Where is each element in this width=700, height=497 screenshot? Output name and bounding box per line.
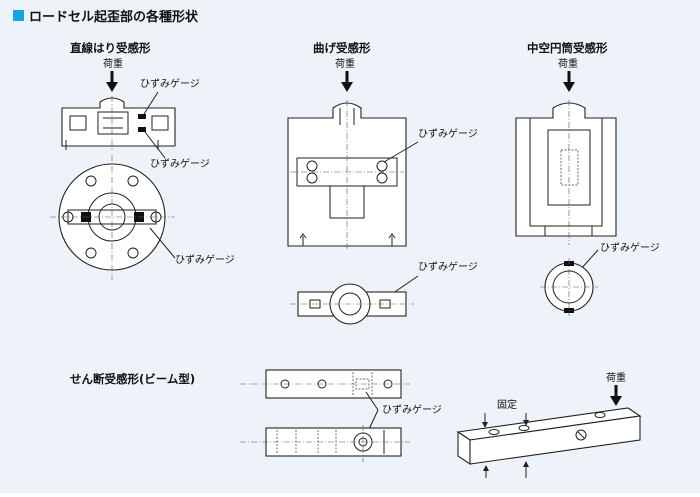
load-label-bending: 荷重 [335, 57, 355, 70]
bending-front-view [287, 100, 407, 250]
load-label-hollow: 荷重 [558, 57, 578, 70]
gauge-label-shear: ひずみゲージ [382, 404, 442, 416]
shear-beam-3d-view [456, 407, 642, 466]
shear-section: せん断受感形(ビーム型) ひずみゲージ [70, 369, 642, 478]
load-label-shear: 荷重 [606, 371, 626, 384]
gauge-label-bending-1: ひずみゲージ [418, 128, 478, 140]
bending-section: 曲げ受感形 荷重 ひずみゲージ ひずみゲージ [287, 41, 478, 325]
load-arrow-icon [563, 71, 575, 92]
gauge-label-beam-3: ひずみゲージ [175, 254, 235, 266]
straight-beam-section: 直線はり受感形 荷重 ひずみゲージ ひずみゲージ [50, 41, 235, 280]
beam-top-view [50, 155, 175, 280]
section-title-bending: 曲げ受感形 [313, 41, 371, 55]
fixed-label: 固定 [497, 398, 517, 411]
gauge-label-bending-2: ひずみゲージ [418, 261, 478, 273]
title-marker-icon [13, 10, 24, 21]
hollow-front-view [515, 100, 617, 245]
hollow-cylinder-section: 中空円筒受感形 荷重 ひずみゲージ [515, 41, 660, 316]
section-title-shear: せん断受感形(ビーム型) [70, 372, 195, 386]
section-title-hollow: 中空円筒受感形 [527, 41, 608, 55]
gauge-label-beam-1: ひずみゲージ [140, 78, 200, 90]
shear-beam-top-view [240, 369, 410, 399]
section-title-beam: 直線はり受感形 [70, 41, 151, 55]
load-arrow-icon [610, 385, 622, 406]
hollow-top-view [540, 258, 598, 316]
shear-beam-side-view [240, 425, 410, 462]
load-label-beam: 荷重 [103, 57, 123, 70]
load-arrow-icon [106, 71, 118, 92]
page-title: ロードセル起歪部の各種形状 [29, 9, 199, 25]
beam-side-view [61, 96, 176, 150]
bending-top-view [290, 283, 414, 325]
gauge-label-beam-2: ひずみゲージ [150, 158, 210, 170]
load-arrow-icon [341, 71, 353, 92]
gauge-label-hollow: ひずみゲージ [600, 242, 660, 254]
